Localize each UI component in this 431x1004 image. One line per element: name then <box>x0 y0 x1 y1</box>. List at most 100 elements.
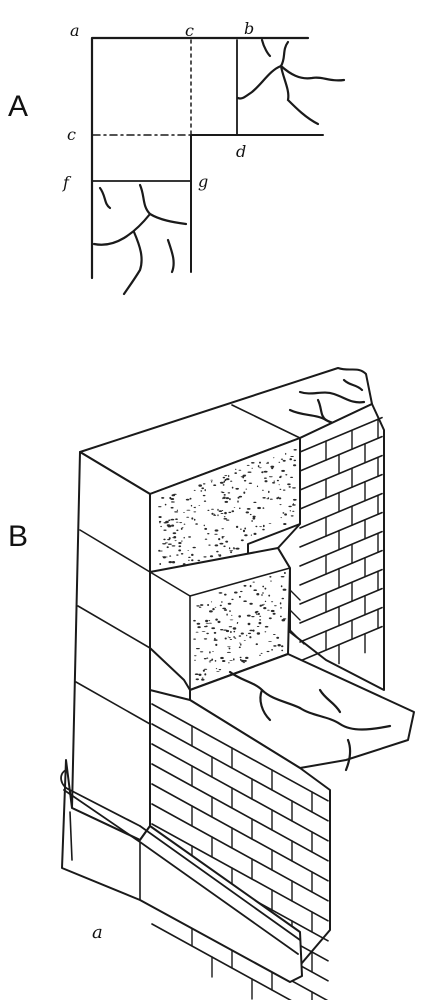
stone-speck <box>259 461 261 464</box>
stone-speck <box>223 545 226 548</box>
stone-speck <box>243 491 246 494</box>
stone-speck <box>214 544 219 547</box>
stone-speck <box>293 449 297 451</box>
stone-speck <box>292 510 295 512</box>
stone-speck <box>166 524 171 527</box>
plinth-molding-2 <box>139 825 301 941</box>
stone-speck <box>220 491 224 493</box>
stone-speck <box>282 489 286 491</box>
stone-speck <box>245 488 248 490</box>
point-c-top: c <box>185 21 194 40</box>
brick-course-line <box>151 783 329 882</box>
stone-speck <box>228 626 233 628</box>
stone-speck <box>254 611 258 614</box>
stone-speck <box>283 523 287 525</box>
stone-speck <box>218 538 221 541</box>
stone-speck <box>243 659 247 662</box>
stone-speck <box>244 534 248 537</box>
stone-speck <box>256 593 260 596</box>
stone-speck <box>272 612 276 615</box>
stone-speck <box>175 521 179 523</box>
stone-speck <box>263 607 267 610</box>
stone-speck <box>227 636 229 638</box>
stone-speck <box>178 545 182 548</box>
stone-speck <box>170 498 175 500</box>
stone-speck <box>235 547 240 550</box>
stone-speck <box>220 513 224 514</box>
stone-speck <box>293 459 297 462</box>
stone-speck <box>280 585 283 588</box>
stone-speck <box>238 469 242 471</box>
stone-speck <box>229 639 233 640</box>
stone-speck <box>169 555 172 557</box>
stone-speck <box>262 497 266 499</box>
stone-speck <box>271 467 274 470</box>
stone-speck <box>277 644 281 647</box>
stone-speck <box>220 629 224 631</box>
stone-speck <box>228 547 231 550</box>
brick-course-line <box>151 803 329 902</box>
stone-speck <box>226 651 231 653</box>
stone-speck <box>263 477 267 479</box>
stone-speck <box>252 629 255 632</box>
stone-speck <box>240 632 244 635</box>
stone-speck <box>253 589 257 591</box>
stone-speck <box>251 467 253 469</box>
stone-speck <box>197 559 201 562</box>
stone-speck <box>271 649 273 651</box>
stone-speck <box>217 554 221 556</box>
stone-speck <box>261 593 263 597</box>
stone-speck <box>243 640 246 641</box>
stone-speck <box>222 607 227 610</box>
stone-speck <box>255 643 258 646</box>
stone-speck <box>198 606 202 608</box>
stone-speck <box>282 618 287 620</box>
point-c-left: c <box>67 125 76 144</box>
stone-speck <box>219 481 224 484</box>
stone-speck <box>233 636 235 638</box>
stone-speck <box>223 629 228 631</box>
stone-speck <box>180 527 183 530</box>
stone-speck <box>217 514 219 517</box>
outer-edge <box>90 36 310 280</box>
stone-speck <box>221 601 223 603</box>
stone-speck <box>200 490 203 492</box>
stone-speck <box>158 516 162 518</box>
stone-speck <box>280 615 282 618</box>
stone-speck <box>234 472 238 474</box>
stone-speck <box>253 532 257 536</box>
stone-speck <box>214 533 218 535</box>
stone-speck <box>279 504 282 506</box>
stone-speck <box>201 631 206 632</box>
stone-speck <box>206 632 209 635</box>
stone-speck <box>223 518 228 520</box>
stone-speck <box>163 538 166 541</box>
stone-speck <box>223 609 228 611</box>
stone-speck <box>258 467 262 469</box>
stone-speck <box>280 458 284 460</box>
stone-speck <box>170 506 174 509</box>
stone-speck <box>193 489 196 491</box>
stone-speck <box>163 529 167 531</box>
point-d: d <box>236 142 246 161</box>
stone-speck <box>278 497 282 500</box>
stone-speck <box>252 515 256 518</box>
stone-speck <box>193 511 197 513</box>
stone-speck <box>173 493 177 495</box>
stone-speck <box>246 614 251 617</box>
stone-speck <box>196 622 201 625</box>
stone-speck <box>164 542 168 544</box>
stone-speck <box>230 614 233 616</box>
stone-speck <box>211 481 213 483</box>
stone-speck <box>258 621 262 625</box>
stone-speck <box>257 506 261 510</box>
stone-speck <box>243 584 247 587</box>
stone-speck <box>173 536 177 539</box>
stone-speck <box>218 669 222 671</box>
brick-course-line <box>299 568 383 605</box>
stone-speck <box>224 500 229 503</box>
stone-speck <box>267 497 270 499</box>
point-f: f <box>62 173 72 192</box>
stone-speck <box>251 462 255 464</box>
